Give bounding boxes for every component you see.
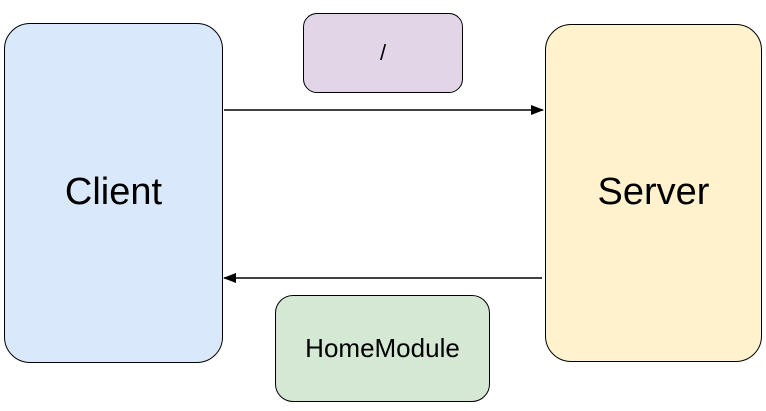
home-module-label: HomeModule [305, 332, 460, 363]
client-label: Client [64, 171, 163, 214]
client-node: Client [4, 23, 223, 363]
server-node: Server [545, 24, 762, 362]
server-label: Server [597, 171, 710, 214]
route-label: / [379, 39, 387, 65]
home-module-node: HomeModule [275, 295, 490, 402]
route-label-node: / [303, 13, 463, 93]
